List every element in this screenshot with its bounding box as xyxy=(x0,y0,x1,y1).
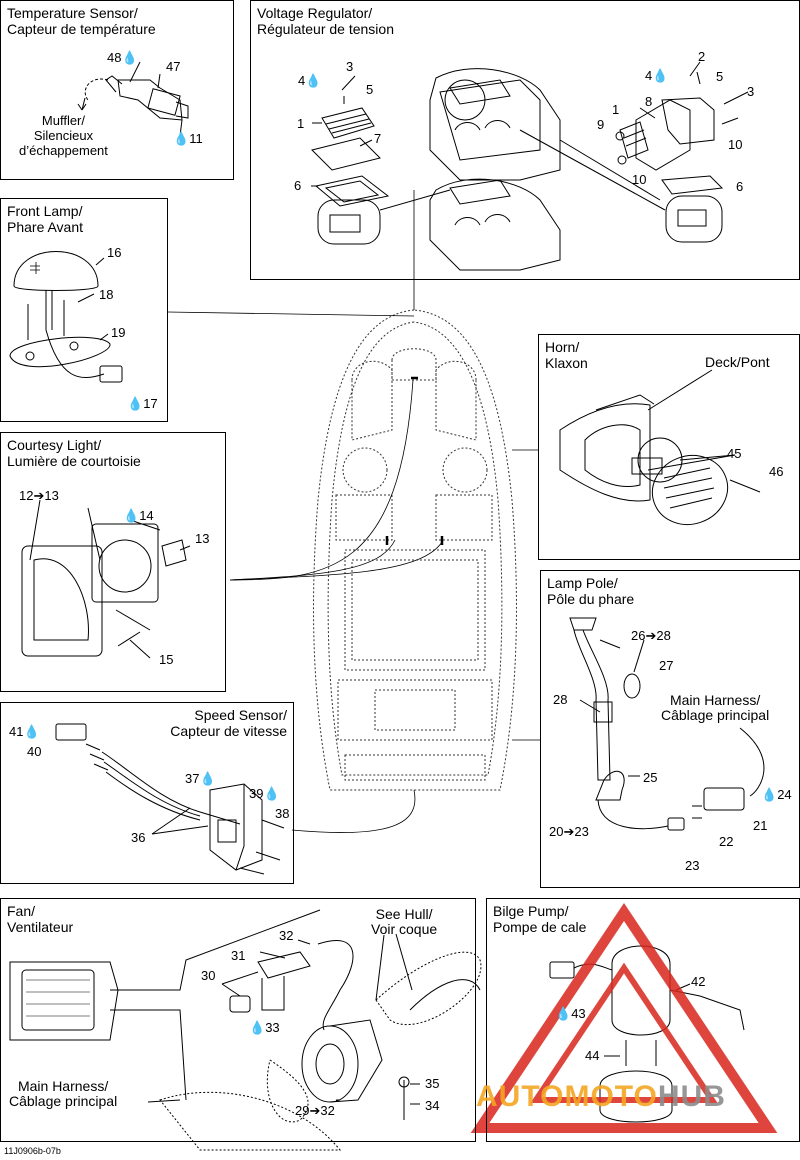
horn-drawing xyxy=(559,369,761,525)
watermark-text-a: AUTOMOTO xyxy=(476,1080,658,1113)
panel-title: Fan/ Ventilateur xyxy=(7,903,74,935)
panel-courtesy-light: Courtesy Light/ Lumière de courtoisie 12… xyxy=(0,432,226,692)
temperature-sensor-drawing xyxy=(77,61,189,137)
panel-title: Speed Sensor/ Capteur de vitesse xyxy=(170,707,287,739)
callout-8: 8 xyxy=(645,94,653,109)
callout-12: 12➔13 xyxy=(19,488,59,503)
panel-title: Voltage Regulator/ Régulateur de tension xyxy=(257,5,394,37)
panel-lamp-pole: Lamp Pole/ Pôle du phare Main Harness/ C… xyxy=(540,570,800,888)
panel-horn: Horn/ Klaxon Deck/Pont 45 46 xyxy=(538,334,800,560)
callout-14: 💧14 xyxy=(123,508,154,523)
callout-1: 1 xyxy=(297,116,305,131)
callout-4b: 4💧 xyxy=(645,68,669,83)
callout-48: 48💧 xyxy=(107,50,138,65)
callout-29: 29➔32 xyxy=(295,1103,335,1118)
callout-47: 47 xyxy=(166,59,181,74)
callout-42: 42 xyxy=(691,974,706,989)
callout-40: 40 xyxy=(27,744,42,759)
panel-front-lamp: Front Lamp/ Phare Avant 16 18 19 💧17 xyxy=(0,198,168,422)
callout-37: 37💧 xyxy=(185,771,216,786)
watermark-triangle xyxy=(470,902,778,1133)
panel-title: Bilge Pump/ Pompe de cale xyxy=(493,903,587,935)
callout-45: 45 xyxy=(727,446,742,461)
leader-lines xyxy=(167,190,540,833)
callout-31: 31 xyxy=(231,948,246,963)
callout-46: 46 xyxy=(769,464,784,479)
callout-36: 36 xyxy=(131,830,146,845)
callout-5: 5 xyxy=(366,82,374,97)
courtesy-light-drawing xyxy=(21,499,191,659)
callout-33: 💧33 xyxy=(249,1020,280,1035)
callout-44: 44 xyxy=(585,1048,600,1063)
callout-2: 2 xyxy=(698,49,706,64)
callout-5b: 5 xyxy=(716,69,724,84)
panel-voltage-regulator: Voltage Regulator/ Régulateur de tension xyxy=(250,0,800,280)
callout-13: 13 xyxy=(195,531,210,546)
callout-1b: 1 xyxy=(612,102,620,117)
panel-title: Horn/ Klaxon xyxy=(545,339,588,371)
callout-7: 7 xyxy=(374,131,382,146)
callout-19: 19 xyxy=(111,325,126,340)
callout-3b: 3 xyxy=(747,84,755,99)
callout-35: 35 xyxy=(425,1076,440,1091)
callout-43: 💧43 xyxy=(555,1006,586,1021)
callout-23: 23 xyxy=(685,858,700,873)
callout-38: 38 xyxy=(275,806,290,821)
panel-speed-sensor: Speed Sensor/ Capteur de vitesse 41💧 40 … xyxy=(0,702,294,884)
panel-title: Lamp Pole/ Pôle du phare xyxy=(547,575,635,607)
callout-18: 18 xyxy=(99,287,114,302)
callout-17: 💧17 xyxy=(127,396,158,411)
callout-41: 41💧 xyxy=(9,724,40,739)
drawing-code: 11J0906b-07b xyxy=(4,1146,61,1156)
callout-10b: 10 xyxy=(632,172,647,187)
callout-9: 9 xyxy=(597,117,605,132)
boat-hull-drawing xyxy=(313,309,517,791)
callout-30: 30 xyxy=(201,968,216,983)
main-harness-label: Main Harness/ Câblage principal xyxy=(9,1078,118,1109)
callout-26: 26➔28 xyxy=(631,628,671,643)
panel-title: Front Lamp/ Phare Avant xyxy=(7,203,84,235)
lamp-pole-drawing xyxy=(569,617,765,831)
callout-16: 16 xyxy=(107,245,122,260)
callout-28: 28 xyxy=(553,692,568,707)
front-lamp-drawing xyxy=(9,251,123,383)
voltage-regulator-drawing xyxy=(311,61,749,271)
callout-27: 27 xyxy=(659,658,674,673)
callout-21: 21 xyxy=(753,818,768,833)
callout-24: 💧24 xyxy=(761,787,792,802)
callout-25: 25 xyxy=(643,770,658,785)
callout-6: 6 xyxy=(294,178,302,193)
main-harness-label: Main Harness/ Câblage principal xyxy=(661,692,770,723)
watermark-text: AUTOMOTOHUB xyxy=(476,1080,726,1114)
callout-22: 22 xyxy=(719,834,734,849)
watermark-text-b: HUB xyxy=(657,1080,726,1113)
callout-3: 3 xyxy=(346,59,354,74)
callout-15: 15 xyxy=(159,652,174,667)
callout-10: 10 xyxy=(728,137,743,152)
panel-fan: Fan/ Ventilateur See Hull/ Voir coque Ma… xyxy=(0,898,476,1142)
panel-title: Courtesy Light/ Lumière de courtoisie xyxy=(7,437,141,469)
callout-11: 💧11 xyxy=(173,131,203,146)
callout-20: 20➔23 xyxy=(549,824,589,839)
callout-6b: 6 xyxy=(736,179,744,194)
callout-32: 32 xyxy=(279,928,294,943)
callout-4: 4💧 xyxy=(298,73,322,88)
panel-temperature-sensor: Temperature Sensor/ Capteur de températu… xyxy=(0,0,234,180)
speed-sensor-drawing xyxy=(55,723,285,875)
fan-drawing xyxy=(9,909,482,1151)
callout-34: 34 xyxy=(425,1098,440,1113)
muffler-label: Muffler/ Silencieux d’échappement xyxy=(19,113,108,158)
callout-39: 39💧 xyxy=(249,786,280,801)
panel-title: Temperature Sensor/ Capteur de températu… xyxy=(7,5,156,37)
deck-label: Deck/Pont xyxy=(705,354,770,370)
see-hull-label: See Hull/ Voir coque xyxy=(371,906,438,937)
